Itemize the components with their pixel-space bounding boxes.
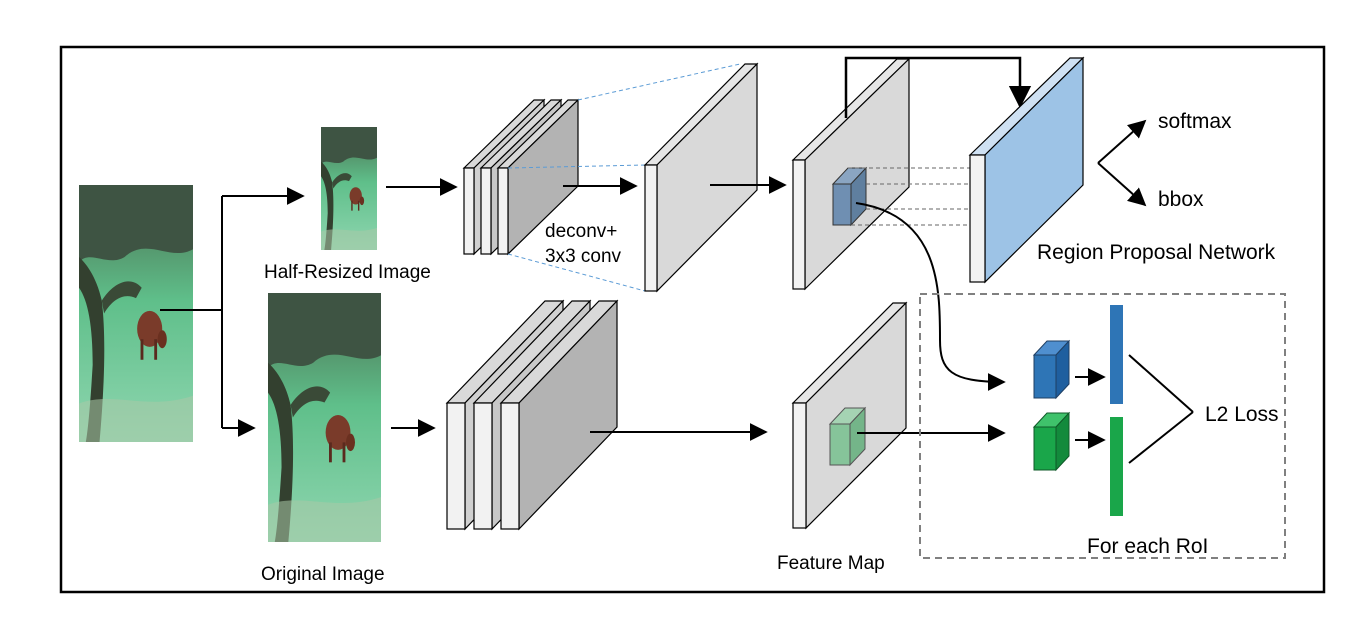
bbox-label: bbox bbox=[1158, 188, 1204, 211]
half-resized-image-label: Half-Resized Image bbox=[264, 262, 431, 283]
bottom-conv-stack bbox=[445, 299, 619, 531]
deconv-label-line2: 3x3 conv bbox=[545, 246, 622, 267]
roi-pooled-green bbox=[1032, 411, 1071, 472]
skip-connection bbox=[844, 56, 1032, 118]
rpn-label: Region Proposal Network bbox=[1037, 241, 1276, 264]
fc-bar-green bbox=[1110, 417, 1123, 516]
roi-pooled-blue bbox=[1032, 339, 1071, 400]
fc-bar-blue bbox=[1110, 305, 1123, 404]
original-image bbox=[268, 293, 381, 542]
deconv-layer bbox=[643, 62, 759, 293]
feature-map-label: Feature Map bbox=[777, 553, 885, 574]
deconv-label-line1: deconv+ bbox=[545, 221, 617, 242]
top-roi-box bbox=[831, 166, 868, 227]
roi-dashed-region bbox=[919, 293, 1286, 559]
l2-loss-connectors bbox=[1128, 354, 1194, 464]
rpn-output-arrows bbox=[1097, 119, 1147, 207]
bottom-roi-box bbox=[828, 406, 867, 467]
half-resized-image bbox=[321, 127, 377, 250]
rpn-layer bbox=[968, 56, 1085, 284]
frame-border bbox=[59, 45, 1326, 594]
input-image bbox=[79, 185, 193, 442]
original-image-label: Original Image bbox=[261, 564, 385, 585]
top-conv-stack bbox=[462, 98, 580, 256]
l2-loss-label: L2 Loss bbox=[1205, 403, 1279, 426]
arrow-top-roi-to-pool bbox=[855, 202, 1006, 391]
for-each-roi-label: For each RoI bbox=[1087, 535, 1208, 558]
input-split-connectors bbox=[160, 187, 305, 437]
softmax-label: softmax bbox=[1158, 110, 1232, 133]
deconv-projection-lines bbox=[507, 63, 741, 292]
